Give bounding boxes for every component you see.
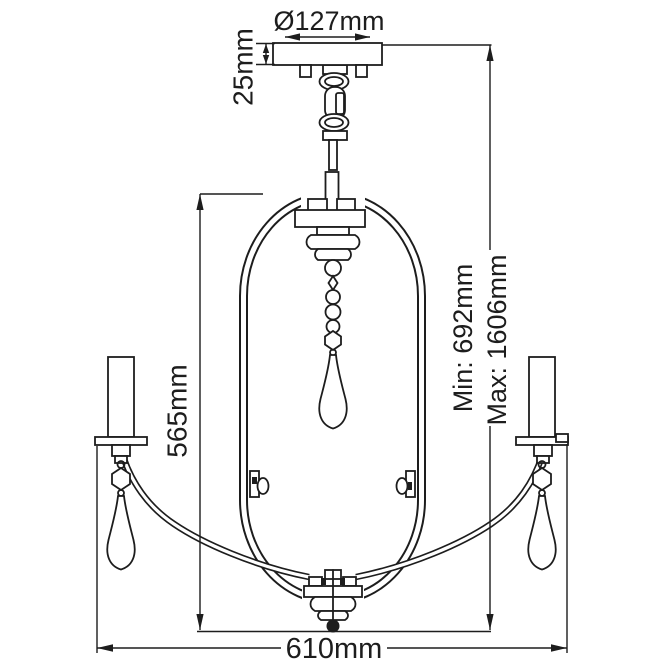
ceiling-canopy [272, 42, 383, 78]
bottom-hub-pin-left [321, 578, 326, 585]
chain-ring-bottom [318, 113, 350, 132]
bead-2 [324, 303, 342, 321]
dimension-frame-height: 565mm [162, 193, 491, 633]
left-arm [119, 454, 310, 581]
left-candle-sleeve [107, 356, 135, 438]
right-candle [515, 356, 569, 571]
frame-side-bosses [249, 470, 416, 498]
left-pendant-bead [111, 466, 131, 492]
drop-arrow-down [486, 614, 494, 630]
dim-label-frame-height: 565mm [162, 364, 193, 457]
suspension-chain [318, 64, 350, 213]
right-boss-knob [395, 477, 409, 495]
bottom-finial-knob [326, 619, 340, 633]
right-candle-sleeve [528, 356, 556, 438]
width-arrow-right [551, 644, 567, 652]
canopy-height-arrow-down [262, 55, 270, 64]
finial-bulge [305, 234, 361, 250]
left-boss-pin [252, 477, 257, 484]
drop-arrow-up [486, 45, 494, 61]
right-arm-core [355, 455, 544, 579]
dimension-canopy-height: 25mm [228, 28, 275, 106]
canopy-tab-right [355, 64, 368, 78]
bead-1 [325, 289, 341, 305]
frame-height-arrow-up [196, 194, 204, 210]
finial-neck [316, 226, 350, 236]
finial-disc [314, 248, 352, 261]
left-candle [94, 356, 148, 571]
arms [119, 454, 546, 581]
dimension-overall-width: 610mm [96, 444, 568, 665]
right-socket-collar [536, 455, 550, 464]
bottom-finial-assembly [303, 569, 363, 633]
stem-rod-upper [328, 139, 338, 171]
finial-ball [324, 259, 342, 277]
dimension-canopy-diameter: Ø127mm [273, 6, 385, 41]
canopy-tab-left [299, 64, 312, 78]
bead-faceted [324, 329, 342, 352]
bead-spike [327, 274, 339, 292]
right-boss-pin [408, 482, 412, 490]
left-teardrop [106, 495, 136, 571]
chain-ring-bottom-inner [324, 117, 344, 128]
canopy-height-arrow-up [262, 44, 270, 53]
dim-label-max-drop: Max: 1606mm [482, 254, 512, 425]
chain-link-pin [335, 92, 345, 115]
dim-label-min-drop: Min: 692mm [448, 264, 478, 413]
dia-arrow-left [285, 33, 300, 41]
right-teardrop [527, 495, 557, 571]
top-hub-assembly [294, 198, 366, 430]
width-arrow-left [97, 644, 113, 652]
left-boss-knob [256, 477, 270, 495]
dimension-drop-height: Min: 692mm Max: 1606mm [382, 44, 512, 630]
right-pendant-bead [532, 466, 552, 492]
dia-arrow-right [355, 33, 370, 41]
left-socket [111, 444, 131, 457]
top-hub-plate [294, 209, 366, 228]
dim-label-canopy-diameter: Ø127mm [273, 6, 384, 36]
center-teardrop [318, 354, 348, 430]
chain-ring-top-inner [324, 76, 344, 87]
left-arm-core [121, 455, 310, 579]
dim-label-overall-width: 610mm [286, 633, 383, 665]
frame-height-arrow-down [196, 614, 204, 630]
chain-collar-bottom [322, 130, 348, 141]
bottom-hub-left [308, 576, 323, 587]
dim-label-canopy-height: 25mm [228, 28, 259, 106]
right-arm [355, 454, 546, 581]
canopy-plate [272, 42, 383, 66]
left-socket-collar [114, 455, 128, 464]
bottom-hub-pin-right [340, 578, 345, 585]
right-socket [533, 444, 553, 457]
left-bobeche [94, 436, 148, 446]
right-bobeche-tab [555, 433, 569, 443]
